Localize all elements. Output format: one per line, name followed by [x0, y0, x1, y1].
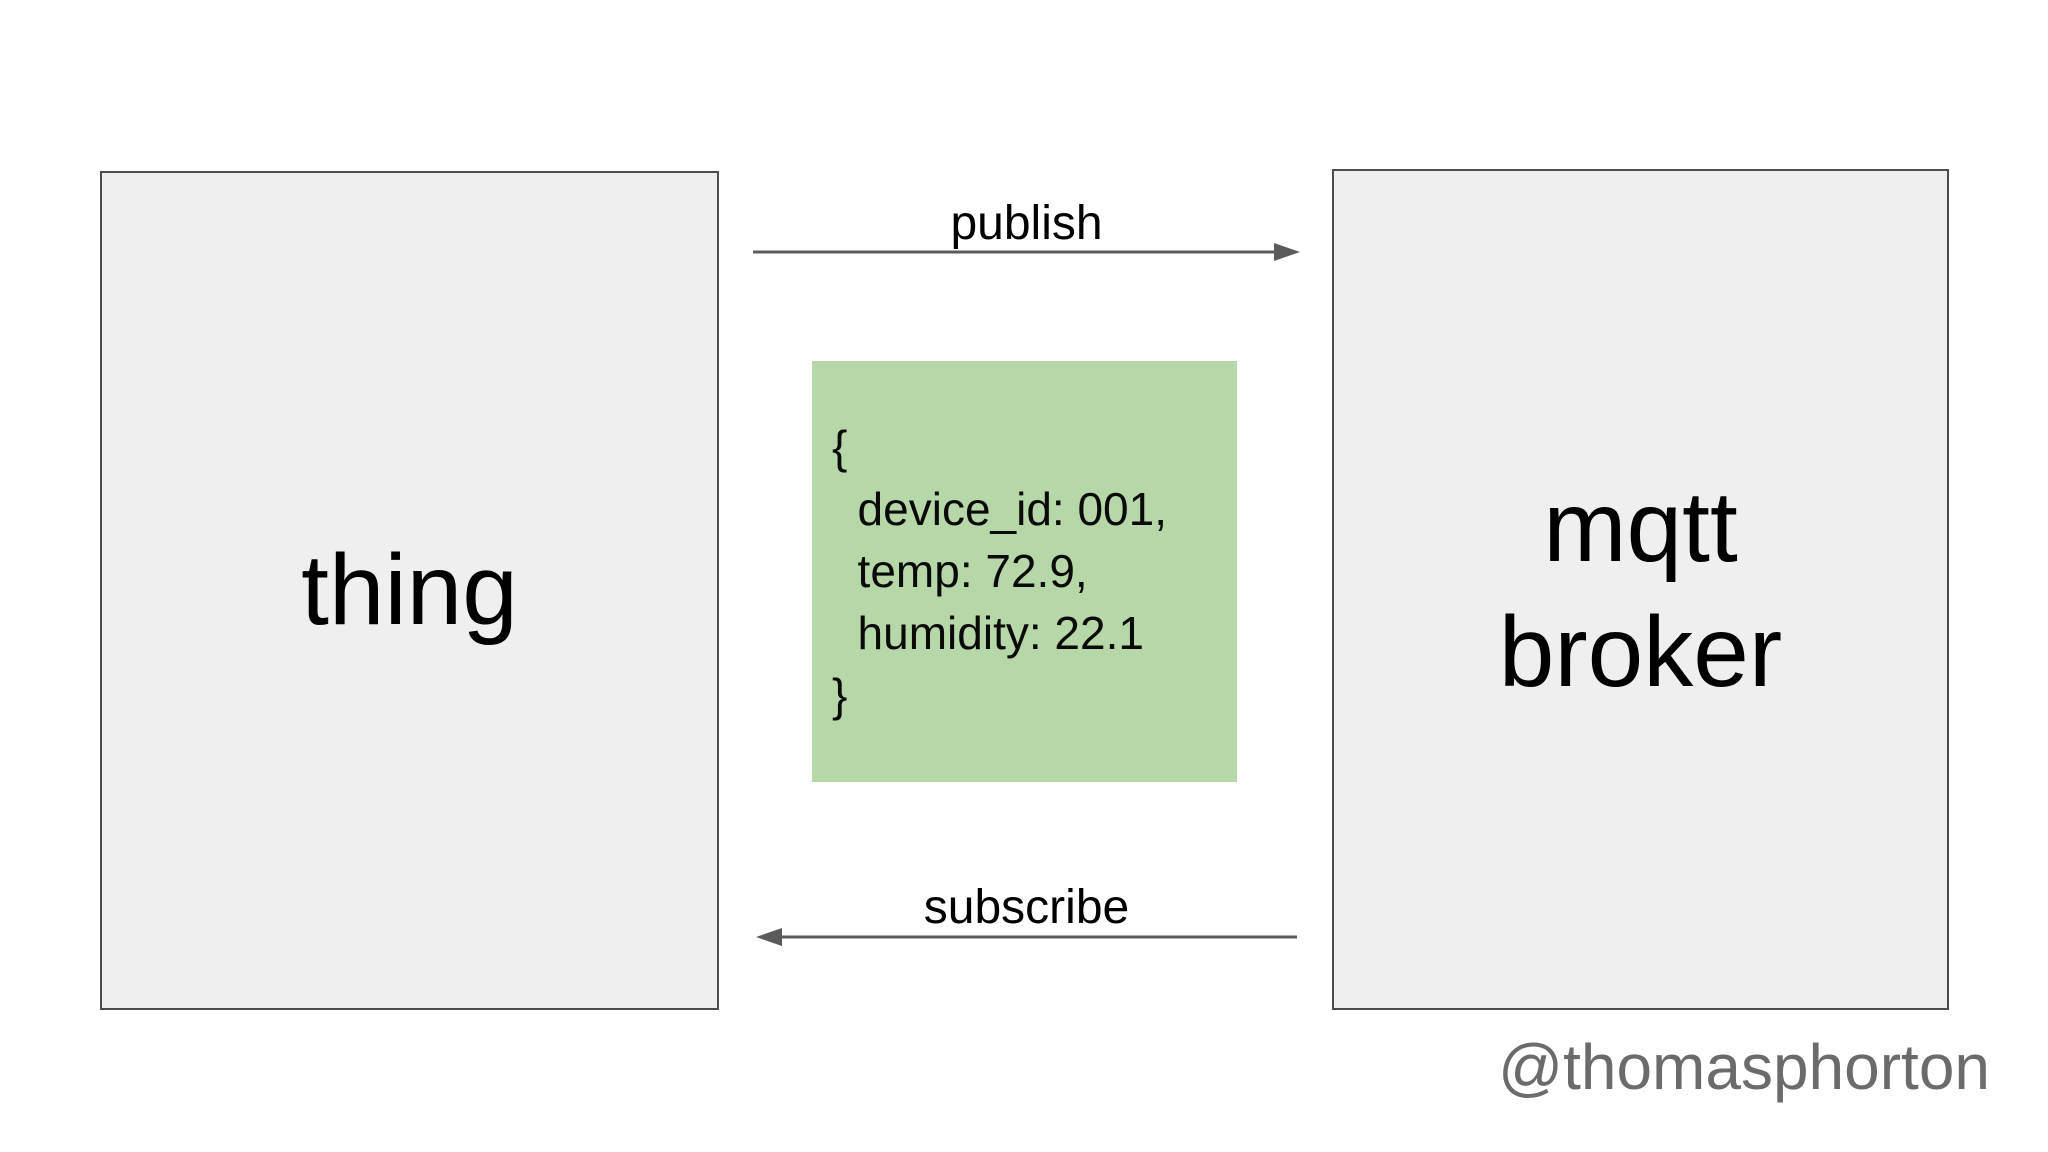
- publish-edge-label: publish: [950, 197, 1103, 250]
- payload-box: { device_id: 001, temp: 72.9, humidity: …: [812, 361, 1237, 782]
- payload-line: }: [832, 669, 848, 721]
- payload-line: device_id: 001,: [832, 483, 1168, 535]
- subscribe-arrow: [756, 928, 1297, 946]
- node-broker-label: mqtt broker: [1499, 465, 1782, 715]
- arrowhead-right-icon: [1274, 243, 1300, 261]
- publish-arrow: [753, 243, 1300, 261]
- node-thing: thing: [100, 171, 719, 1010]
- node-broker-label-line2: broker: [1498, 595, 1783, 708]
- payload-line: temp: 72.9,: [832, 545, 1088, 597]
- payload-line: humidity: 22.1: [832, 607, 1144, 659]
- node-broker-label-line1: mqtt: [1543, 470, 1738, 583]
- node-mqtt-broker: mqtt broker: [1332, 169, 1949, 1010]
- subscribe-edge-label: subscribe: [923, 881, 1130, 934]
- node-thing-label: thing: [301, 534, 518, 646]
- payload-line: {: [832, 421, 848, 473]
- arrowhead-left-icon: [756, 928, 782, 946]
- watermark-handle: @thomasphorton: [1498, 1031, 1990, 1103]
